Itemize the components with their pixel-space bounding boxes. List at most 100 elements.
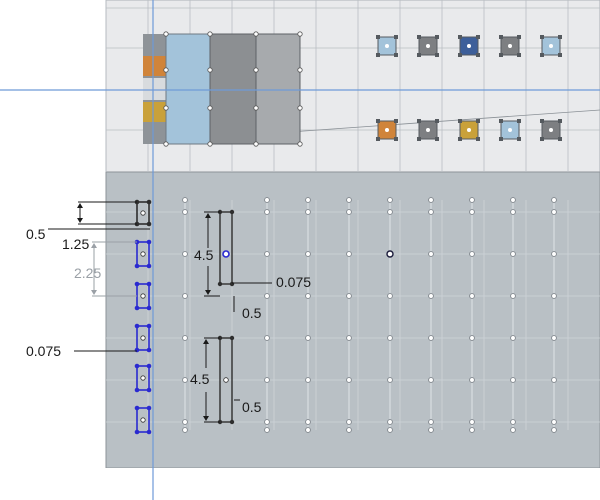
- vertex-point: [469, 197, 475, 203]
- vertex-point: [264, 419, 270, 425]
- tile-corner: [394, 137, 398, 141]
- block-corner-point: [163, 31, 169, 37]
- dim-mid-width-1[interactable]: 0.5: [242, 305, 262, 321]
- tile-corner: [458, 53, 462, 57]
- point-grid: [182, 197, 557, 433]
- vertex-point: [305, 251, 311, 257]
- constraint-bracket: [136, 365, 150, 391]
- bracket-corner: [134, 305, 140, 311]
- bracket-corner: [146, 323, 152, 329]
- tile-corner: [394, 53, 398, 57]
- tile-corner: [558, 35, 562, 39]
- dim-mid-height-1[interactable]: 4.5: [194, 247, 214, 263]
- bracket-center-point: [140, 210, 146, 216]
- block-corner-point: [297, 31, 303, 37]
- tile-corner: [458, 35, 462, 39]
- dim-mid-gap-1[interactable]: 0.075: [276, 274, 311, 290]
- tile-corner: [458, 137, 462, 141]
- vertex-point: [428, 197, 434, 203]
- tile-corner: [476, 137, 480, 141]
- tile-corner: [417, 35, 421, 39]
- vertex-point: [387, 293, 393, 299]
- arrowhead-icon: [205, 290, 211, 295]
- dim-top-height[interactable]: 1.25: [62, 236, 89, 252]
- arrowhead-icon: [77, 203, 83, 208]
- vertex-point: [264, 377, 270, 383]
- tile-corner: [476, 119, 480, 123]
- vertex-point: [346, 293, 352, 299]
- vertex-point: [264, 251, 270, 257]
- vertex-point: [551, 377, 557, 383]
- arrowhead-icon: [203, 416, 209, 421]
- vertex-point: [346, 427, 352, 433]
- vertex-point: [469, 335, 475, 341]
- vertex-point: [551, 427, 557, 433]
- tile-corner: [540, 119, 544, 123]
- tile-center-point: [508, 128, 512, 132]
- block-light: [143, 78, 167, 100]
- bracket-corner: [134, 405, 140, 411]
- slot-corner: [229, 335, 235, 341]
- tile-center-point: [508, 44, 512, 48]
- slot-corner: [217, 281, 223, 287]
- vertex-point: [305, 197, 311, 203]
- slot-outline: [219, 337, 233, 423]
- tile-corner: [394, 35, 398, 39]
- slot-corner: [229, 209, 235, 215]
- block-corner-point: [297, 141, 303, 147]
- arrowhead-icon: [77, 218, 83, 223]
- bracket-top: [136, 201, 150, 225]
- sketch-plane: [105, 171, 600, 469]
- block-corner-point: [163, 67, 169, 73]
- dim-top-width[interactable]: 0.5: [26, 226, 46, 242]
- tile-corner: [435, 137, 439, 141]
- vertex-point: [387, 427, 393, 433]
- vertex-point: [346, 197, 352, 203]
- vertex-point: [264, 293, 270, 299]
- vertex-point: [510, 419, 516, 425]
- selected-point: [386, 250, 394, 258]
- vertex-point: [387, 377, 393, 383]
- dim-mid-width-2[interactable]: 0.5: [242, 399, 262, 415]
- block-gray-dark: [209, 33, 257, 145]
- block-gray-light: [255, 33, 301, 145]
- bracket-corner: [146, 305, 152, 311]
- arrowhead-icon: [205, 213, 211, 218]
- dim-left-gap[interactable]: 0.075: [26, 343, 61, 359]
- bracket-center-point: [140, 251, 146, 257]
- vertex-point: [182, 335, 188, 341]
- vertex-point: [551, 197, 557, 203]
- tile-corner: [499, 137, 503, 141]
- tile-corner: [476, 35, 480, 39]
- constraint-bracket: [136, 325, 150, 351]
- block-gold: [143, 102, 167, 122]
- vertex-point: [182, 419, 188, 425]
- vertex-point: [469, 209, 475, 215]
- dim-spacing-muted[interactable]: 2.25: [74, 265, 101, 281]
- vertex-point: [510, 377, 516, 383]
- slot-outline: [219, 211, 233, 285]
- bracket-corner: [134, 387, 140, 393]
- bracket-corner: [146, 405, 152, 411]
- tile-corner: [517, 35, 521, 39]
- vertex-point: [346, 419, 352, 425]
- block-orange-top: [143, 56, 167, 76]
- tile-corner: [417, 53, 421, 57]
- tile-center-point: [467, 128, 471, 132]
- block-corner-point: [253, 141, 259, 147]
- tile-corner: [417, 119, 421, 123]
- tile-center-point: [549, 128, 553, 132]
- vertex-point: [182, 209, 188, 215]
- vertex-point: [551, 335, 557, 341]
- tile-corner: [517, 119, 521, 123]
- bracket-corner: [134, 429, 140, 435]
- vertex-point: [182, 293, 188, 299]
- tile-corner: [517, 137, 521, 141]
- bracket-corner: [146, 221, 152, 227]
- dim-mid-height-2[interactable]: 4.5: [190, 371, 210, 387]
- vertex-point: [346, 377, 352, 383]
- tile-row: [376, 35, 562, 141]
- block-corner-point: [297, 67, 303, 73]
- bracket-corner: [134, 281, 140, 287]
